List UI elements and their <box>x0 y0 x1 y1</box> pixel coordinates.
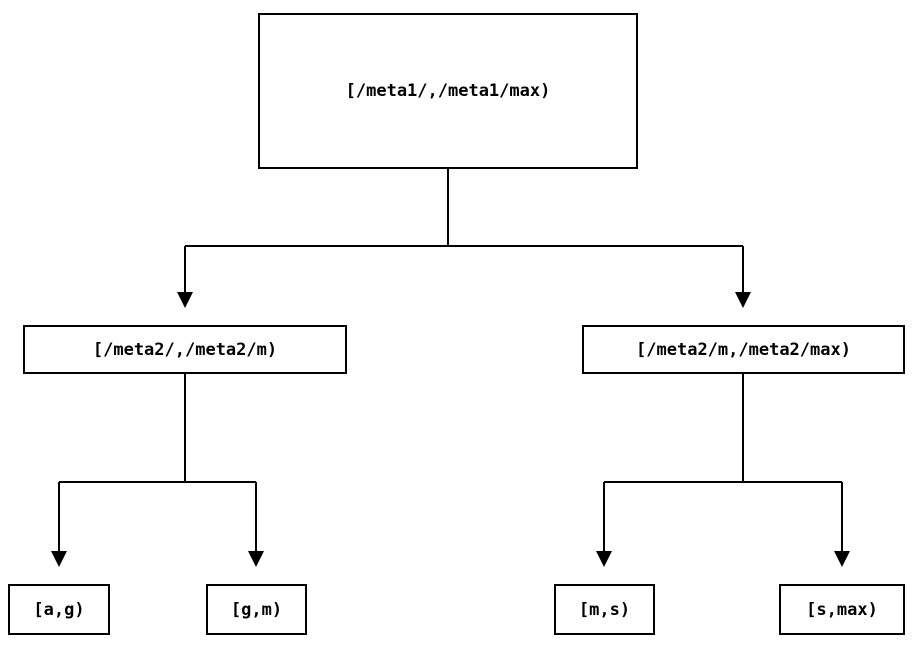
arrow-down-icon <box>596 551 612 567</box>
node-meta2-high-label: [/meta2/m,/meta2/max) <box>636 339 851 360</box>
node-meta2-high: [/meta2/m,/meta2/max) <box>582 325 905 374</box>
edge-lines-level2-left <box>58 374 257 552</box>
node-leaf-s-max: [s,max) <box>779 584 905 635</box>
node-root-label: [/meta1/,/meta1/max) <box>345 81 551 101</box>
arrow-down-icon <box>834 551 850 567</box>
node-root: [/meta1/,/meta1/max) <box>258 13 638 169</box>
node-meta2-low: [/meta2/,/meta2/m) <box>23 325 347 374</box>
arrow-down-icon <box>735 292 751 308</box>
arrowheads <box>51 292 850 567</box>
arrow-down-icon <box>177 292 193 308</box>
node-leaf-a-g: [a,g) <box>8 584 110 635</box>
node-leaf-s-max-label: [s,max) <box>806 599 878 620</box>
node-leaf-g-m-label: [g,m) <box>230 599 283 620</box>
edge-lines-level1 <box>184 169 744 293</box>
node-leaf-m-s-label: [m,s) <box>578 599 631 620</box>
arrow-down-icon <box>51 551 67 567</box>
node-leaf-g-m: [g,m) <box>206 584 307 635</box>
node-leaf-a-g-label: [a,g) <box>33 599 85 620</box>
arrow-down-icon <box>248 551 264 567</box>
node-meta2-low-label: [/meta2/,/meta2/m) <box>92 339 278 360</box>
node-leaf-m-s: [m,s) <box>554 584 655 635</box>
edge-lines-level2-right <box>603 374 843 552</box>
